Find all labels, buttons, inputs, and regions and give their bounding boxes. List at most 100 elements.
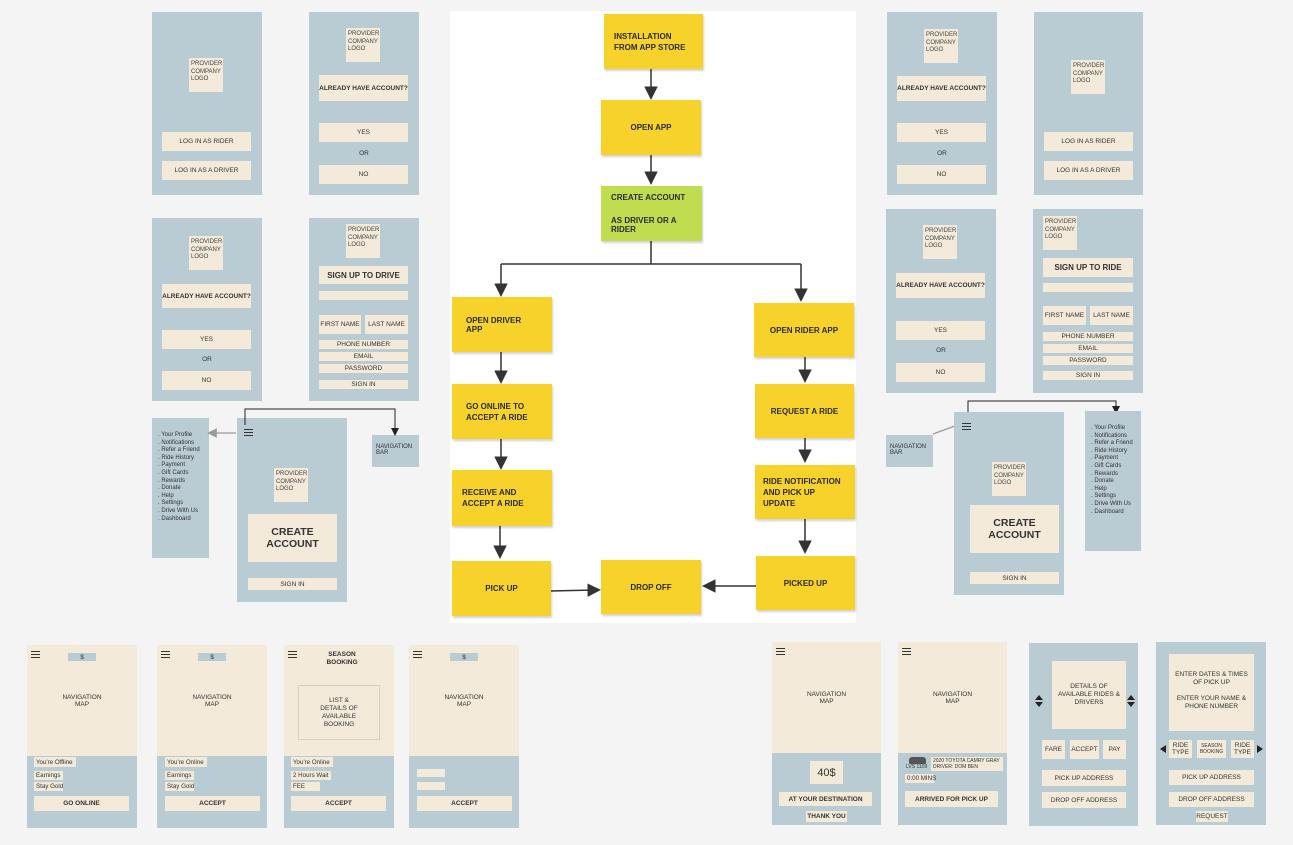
yes-button[interactable]: YES [162,330,251,349]
ride-type-button[interactable]: RIDE TYPE [1169,740,1192,758]
arrived-button[interactable]: ARRIVED FOR PICK UP [905,791,998,807]
menu-item[interactable]: Payment [158,462,203,470]
navigation-map: NAVIGATION MAP [409,645,519,756]
go-online-button[interactable]: GO ONLINE [34,796,129,811]
menu-item[interactable]: Notifications [1091,433,1135,441]
menu-item[interactable]: Payment [1091,455,1135,463]
last-name-field[interactable]: LAST NAME [1090,306,1133,325]
accept-button[interactable]: ACCEPT [1070,740,1099,759]
menu-item[interactable]: Donate [158,485,203,493]
accept-button[interactable]: ACCEPT [417,796,512,811]
create-account-screen-left: PROVIDER COMPANY LOGO CREATE ACCOUNT SIG… [237,418,347,602]
scroll-updown-icon[interactable] [1035,702,1043,707]
drop-off-address-field[interactable]: DROP OFF ADDRESS [1042,792,1126,808]
menu-item[interactable]: Settings [1091,493,1135,501]
first-name-field[interactable]: FIRST NAME [319,315,361,334]
pick-up-address-field[interactable]: PICK UP ADDRESS [1042,770,1126,786]
menu-item[interactable]: Rewards [1091,471,1135,479]
yes-button[interactable]: YES [319,123,408,142]
nav-bar-label: NAVIGATION BAR [890,444,927,456]
stay-gold-label: Stay Gold [165,782,195,791]
login-rider-button[interactable]: LOG IN AS RIDER [1044,132,1133,151]
no-button[interactable]: NO [162,371,251,390]
menu-item[interactable]: Settings [158,500,203,508]
menu-item[interactable]: Your Profile [1091,425,1135,433]
menu-item[interactable]: Refer a Friend [1091,440,1135,448]
menu-item[interactable]: Drive With Us [158,508,203,516]
menu-item[interactable]: Gift Cards [158,470,203,478]
menu-item[interactable]: Refer a Friend [158,447,203,455]
nav-bar-note-left: NAVIGATION BAR [372,435,419,467]
sign-in-button[interactable]: SIGN IN [1043,371,1133,380]
menu-item[interactable]: Ride History [1091,448,1135,456]
menu-icon[interactable] [288,651,297,658]
create-account-button[interactable]: CREATE ACCOUNT [970,505,1059,553]
last-name-field[interactable]: LAST NAME [365,315,408,334]
pick-up-address-field[interactable]: PICK UP ADDRESS [1169,770,1254,785]
scroll-updown-icon[interactable] [1127,702,1135,707]
pay-button[interactable]: PAY [1103,740,1126,759]
login-driver-button[interactable]: LOG IN AS A DRIVER [1044,161,1133,180]
sign-in-button[interactable]: SIGN IN [970,572,1059,584]
ride-type-button[interactable]: RIDE TYPE [1231,740,1254,758]
menu-icon[interactable] [776,648,785,655]
menu-item[interactable]: Dashboard [158,516,203,524]
menu-icon[interactable] [31,651,40,658]
accept-button[interactable]: ACCEPT [291,796,386,811]
menu-item[interactable]: Ride History [158,455,203,463]
login-driver-button[interactable]: LOG IN AS A DRIVER [162,161,251,180]
sign-in-button[interactable]: SIGN IN [248,578,337,590]
navigation-map-label: NAVIGATION MAP [62,693,102,708]
company-logo: PROVIDER COMPANY LOGO [992,462,1026,496]
phone-field[interactable]: PHONE NUMBER [1043,332,1133,341]
no-button[interactable]: NO [896,363,985,382]
sign-in-button[interactable]: SIGN IN [319,380,408,389]
thank-you-label: THANK YOU [806,811,847,822]
menu-icon[interactable] [244,429,253,436]
menu-item[interactable]: Help [158,493,203,501]
menu-item[interactable]: Notifications [158,440,203,448]
side-menu-list: Your Profile Notifications Refer a Frien… [1091,425,1135,516]
navigation-map-label: NAVIGATION MAP [932,690,973,705]
email-field[interactable]: EMAIL [319,352,408,361]
menu-item[interactable]: Gift Cards [1091,463,1135,471]
menu-icon[interactable] [413,651,422,658]
menu-item[interactable]: Help [1091,486,1135,494]
car-info: 2020 TOYOTA CAMRY GRAY DRIVER: DOM BEN [931,757,1003,771]
first-name-field[interactable]: FIRST NAME [1043,306,1086,325]
menu-item[interactable]: Donate [1091,478,1135,486]
menu-icon[interactable] [161,651,170,658]
password-field[interactable]: PASSWORD [1043,356,1133,365]
request-button[interactable]: REQUEST [1196,811,1228,822]
no-button[interactable]: NO [897,165,986,184]
scroll-updown-icon[interactable] [1035,695,1043,700]
arrow-right-icon[interactable] [1257,745,1263,753]
already-account-screen-left-2: PROVIDER COMPANY LOGO ALREADY HAVE ACCOU… [152,218,262,401]
phone-field[interactable]: PHONE NUMBER [319,340,408,349]
accept-button[interactable]: ACCEPT [165,796,260,811]
login-rider-button[interactable]: LOG IN AS RIDER [162,132,251,151]
email-field[interactable]: EMAIL [1043,344,1133,353]
signup-blank-field[interactable] [319,291,408,300]
yes-button[interactable]: YES [897,123,986,142]
menu-item[interactable]: Rewards [158,478,203,486]
menu-item[interactable]: Drive With Us [1091,501,1135,509]
password-field[interactable]: PASSWORD [319,364,408,373]
fare-button[interactable]: FARE [1042,740,1065,759]
signup-blank-field[interactable] [1043,283,1133,292]
menu-item[interactable]: Dashboard [1091,509,1135,517]
create-account-button[interactable]: CREATE ACCOUNT [248,514,337,562]
already-account-label: ALREADY HAVE ACCOUNT? [319,75,408,101]
menu-item[interactable]: Your Profile [158,432,203,440]
rider-driver-arriving-screen: NAVIGATION MAP LVS 1109 2020 TOYOTA CAMR… [898,642,1007,825]
scroll-updown-icon[interactable] [1127,695,1135,700]
menu-icon[interactable] [962,423,971,430]
arrow-left-icon[interactable] [1160,745,1166,753]
menu-icon[interactable] [902,648,911,655]
step-create-account: CREATE ACCOUNT AS DRIVER OR A RIDER [601,186,702,241]
wait-label: 2 Hours Wait [291,771,331,780]
drop-off-address-field[interactable]: DROP OFF ADDRESS [1169,792,1254,807]
no-button[interactable]: NO [319,165,408,184]
yes-button[interactable]: YES [896,321,985,340]
season-booking-button[interactable]: SEASON BOOKING [1197,740,1226,758]
